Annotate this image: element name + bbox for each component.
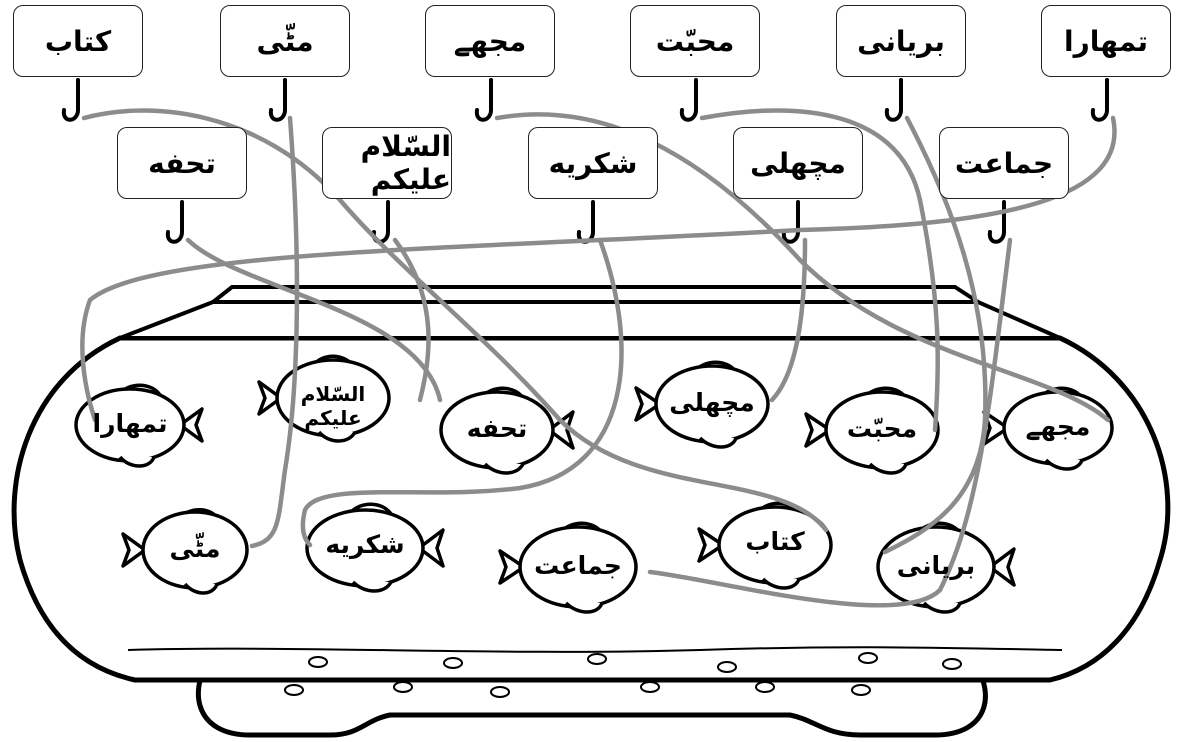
- fish-mohabbat: [804, 386, 940, 475]
- word-box-shukriya: شکریه: [528, 127, 658, 199]
- fish-jamaat: [498, 521, 638, 614]
- fish-assalam-alaikum: [257, 354, 391, 443]
- fish-mitti: [121, 508, 249, 595]
- word-box-biryani: بریانی: [836, 5, 966, 77]
- fish-machhli: [634, 360, 770, 449]
- fish-tumhara: [74, 383, 204, 468]
- fish-tohfa: [439, 386, 575, 475]
- bowl-rim: [119, 285, 1061, 340]
- word-box-tohfa: تحفه: [117, 127, 247, 199]
- fish-shukriya: [305, 502, 445, 593]
- sand-line: [127, 646, 1063, 653]
- matching-strings: [80, 108, 1117, 608]
- bowl-body: [11, 335, 1171, 683]
- fish-kitab: [697, 501, 833, 590]
- pebbles: [284, 652, 962, 698]
- word-box-mohabbat: محبّت: [630, 5, 760, 77]
- word-box-tumhara: تمھارا: [1041, 5, 1171, 77]
- word-box-kitab: كتاب: [13, 5, 143, 77]
- word-box-jamaat: جماعت: [939, 127, 1069, 199]
- word-box-machhli: مچھلی: [733, 127, 863, 199]
- word-box-assalam-alaikum: السّلام علیکم: [322, 127, 452, 199]
- word-box-mujhe: مجھے: [425, 5, 555, 77]
- word-box-mitti: مٹّی: [220, 5, 350, 77]
